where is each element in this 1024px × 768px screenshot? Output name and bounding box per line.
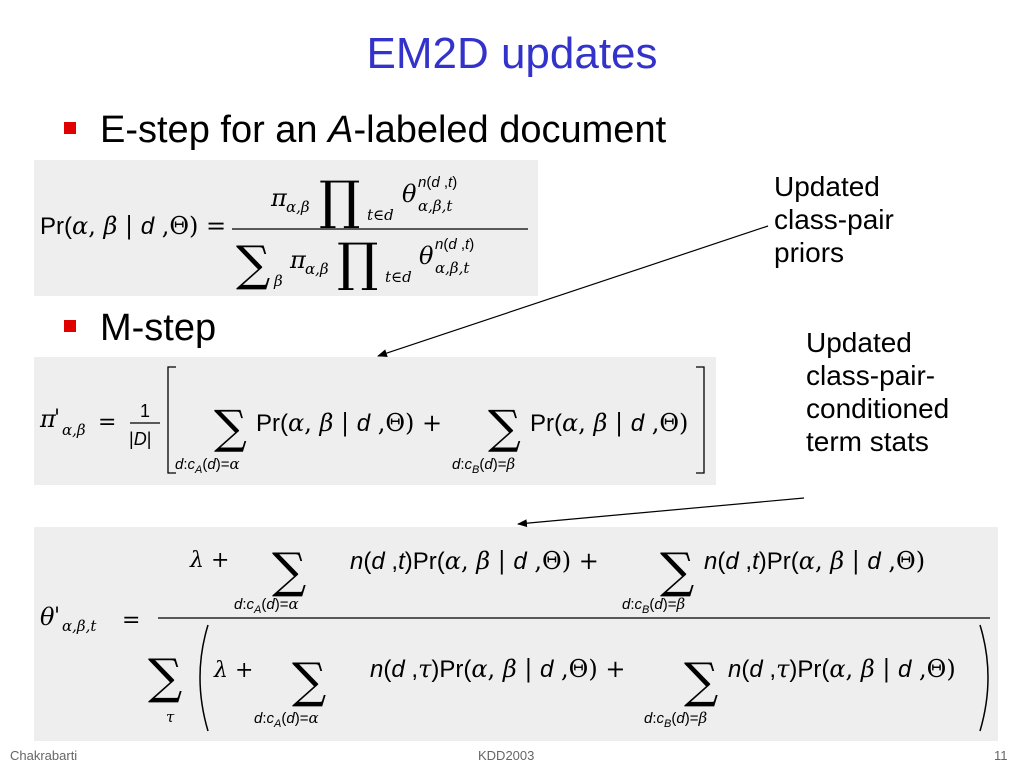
svg-text:=: =	[122, 608, 140, 633]
svg-text:∑: ∑	[292, 653, 326, 709]
formula-e-step-svg: Pr(α, β | d ,Θ) = π α,β ∏ t∈d θ n(d ,t) …	[40, 171, 528, 293]
svg-text:α,β: α,β	[62, 421, 86, 439]
svg-text:∑: ∑	[272, 543, 306, 599]
bullet-e-step-italic: A	[328, 109, 354, 151]
svg-text:∏: ∏	[337, 233, 378, 293]
svg-text:Pr(α, β | d ,Θ) =: Pr(α, β | d ,Θ) =	[40, 212, 226, 241]
note-class-pair-priors: Updated class-pair priors	[774, 171, 894, 268]
footer-page-number: 11	[994, 748, 1008, 763]
svg-text:π: π	[39, 405, 57, 433]
svg-text:β: β	[273, 272, 283, 290]
svg-text:n(d ,t): n(d ,t)	[435, 236, 474, 253]
svg-text:|D|: |D|	[129, 429, 151, 449]
svg-text:∑: ∑	[236, 236, 270, 292]
svg-text:α,β,t: α,β,t	[62, 617, 97, 635]
svg-text:t∈d: t∈d	[367, 206, 394, 224]
svg-text:n(d ,t): n(d ,t)	[418, 174, 457, 191]
svg-text:∑: ∑	[214, 400, 247, 454]
formula-term-stats: θ ' α,β,t = λ + ∑ n(d ,t)Pr(α, β | d ,Θ)…	[34, 527, 998, 741]
svg-text:n(d ,t)Pr(α, β | d ,Θ): n(d ,t)Pr(α, β | d ,Θ)	[704, 547, 925, 576]
svg-text:θ: θ	[402, 180, 417, 208]
svg-text:π: π	[270, 184, 288, 212]
svg-text:n(d ,τ)Pr(α, β | d ,Θ): n(d ,τ)Pr(α, β | d ,Θ)	[728, 655, 956, 684]
bullet-square-icon	[64, 122, 76, 134]
slide-title: EM2D updates	[366, 29, 658, 78]
bullet-square-icon	[64, 320, 76, 332]
svg-text:λ +: λ +	[189, 548, 229, 573]
formula-priors-svg: π ' α,β = 1 |D| ∑ Pr(α, β | d ,Θ) + d:cA…	[39, 366, 705, 476]
svg-text:=: =	[98, 410, 116, 435]
svg-text:': '	[54, 604, 60, 629]
svg-text:d:cA(d)=α: d:cA(d)=α	[234, 595, 299, 616]
svg-text:α,β: α,β	[286, 198, 310, 216]
formula-priors: π ' α,β = 1 |D| ∑ Pr(α, β | d ,Θ) + d:cA…	[34, 357, 716, 485]
footer-venue: KDD2003	[478, 748, 535, 763]
svg-text:d:cB(d)=β: d:cB(d)=β	[622, 595, 685, 616]
bullet-m-step-text: M-step	[100, 307, 217, 349]
bullet-e-step-text: E-step for an	[100, 109, 329, 151]
svg-text:': '	[54, 406, 60, 431]
svg-text:1: 1	[140, 401, 150, 421]
svg-text:∑: ∑	[684, 653, 718, 709]
svg-text:n(d ,τ)Pr(α, β | d ,Θ) +: n(d ,τ)Pr(α, β | d ,Θ) +	[370, 655, 625, 684]
formula-e-step: Pr(α, β | d ,Θ) = π α,β ∏ t∈d θ n(d ,t) …	[34, 160, 538, 296]
svg-text:∑: ∑	[148, 649, 182, 705]
note-term-stats: Updated class-pair- conditioned term sta…	[806, 327, 950, 457]
svg-text:α,β: α,β	[305, 260, 329, 278]
svg-text:d:cB(d)=β: d:cB(d)=β	[452, 455, 515, 476]
svg-text:n(d ,t)Pr(α, β | d ,Θ) +: n(d ,t)Pr(α, β | d ,Θ) +	[350, 547, 599, 576]
footer-author: Chakrabarti	[10, 748, 78, 763]
formula-term-stats-svg: θ ' α,β,t = λ + ∑ n(d ,t)Pr(α, β | d ,Θ)…	[40, 543, 990, 732]
arrow-term-stats	[517, 497, 805, 528]
arrow-priors	[377, 225, 769, 357]
svg-text:α,β,t: α,β,t	[435, 259, 470, 277]
svg-text:d:cB(d)=β: d:cB(d)=β	[644, 709, 707, 730]
svg-text:α,β,t: α,β,t	[418, 197, 453, 215]
svg-text:τ: τ	[166, 708, 175, 726]
svg-text:θ: θ	[40, 603, 55, 631]
bullet-e-step-text-end: -labeled document	[353, 109, 667, 151]
svg-text:∏: ∏	[319, 171, 360, 231]
svg-text:π: π	[289, 246, 307, 274]
svg-text:λ +: λ +	[213, 658, 253, 683]
svg-text:Pr(α, β | d ,Θ) +: Pr(α, β | d ,Θ) +	[256, 409, 442, 438]
svg-text:∑: ∑	[488, 400, 521, 454]
svg-text:d:cA(d)=α: d:cA(d)=α	[175, 455, 240, 476]
svg-text:Pr(α, β | d ,Θ): Pr(α, β | d ,Θ)	[530, 409, 688, 438]
svg-text:θ: θ	[419, 242, 434, 270]
svg-text:t∈d: t∈d	[385, 268, 412, 286]
svg-text:d:cA(d)=α: d:cA(d)=α	[254, 709, 319, 730]
svg-text:∑: ∑	[660, 543, 694, 599]
